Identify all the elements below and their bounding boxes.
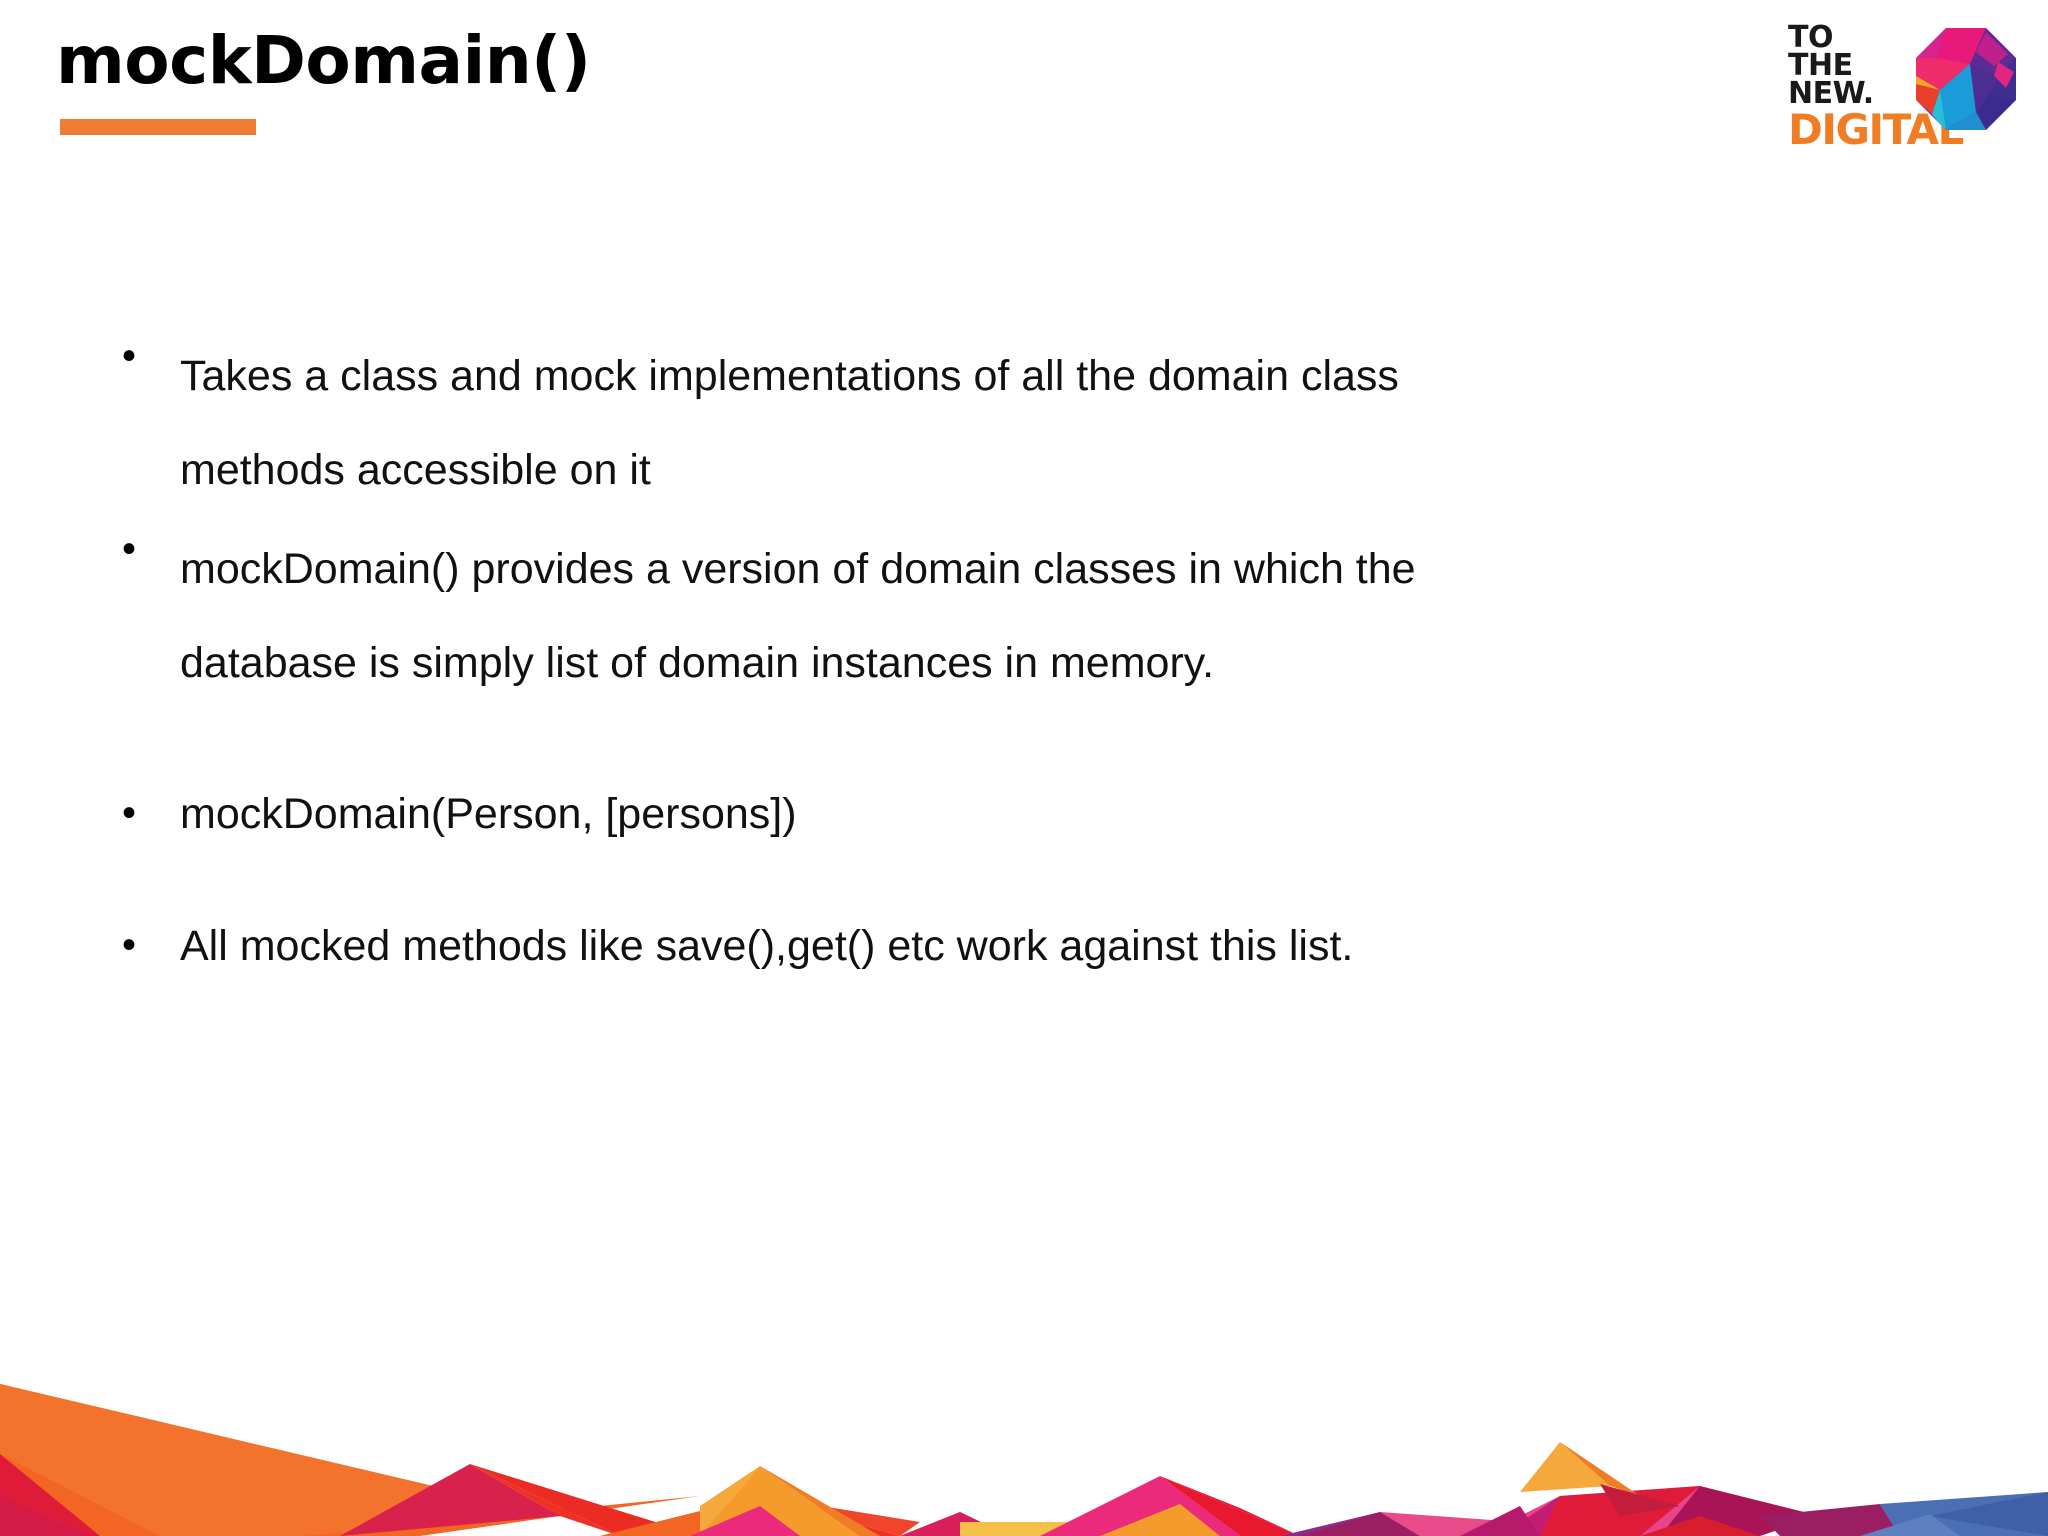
- list-item: • All mocked methods like save(),get() e…: [108, 919, 1908, 975]
- bullet-marker: •: [122, 527, 137, 572]
- bullet-line: methods accessible on it: [180, 445, 651, 494]
- list-item: • mockDomain() provides a version of dom…: [108, 523, 1908, 710]
- bullet-line: Takes a class and mock implementations o…: [180, 352, 1399, 400]
- bullet-text: mockDomain(Person, [persons]): [180, 787, 1830, 843]
- bullet-text: mockDomain() provides a version of domai…: [180, 523, 1830, 710]
- logo-line-to: TO: [1788, 20, 1833, 55]
- logo-tagline-digital: DIGITAL: [1788, 104, 1964, 154]
- page-title: mockDomain(): [56, 22, 591, 99]
- title-accent-bar: [60, 119, 256, 136]
- footer-polygon-art: [0, 1384, 2048, 1536]
- title-block: mockDomain(): [56, 22, 1256, 136]
- gem-polygon-icon: [1916, 28, 2016, 130]
- bullet-text: All mocked methods like save(),get() etc…: [180, 919, 1830, 975]
- bullet-marker: •: [122, 790, 137, 835]
- list-item: • Takes a class and mock implementations…: [108, 330, 1908, 517]
- bullet-line: database is simply list of domain instan…: [180, 639, 1215, 688]
- bullet-marker: •: [122, 922, 137, 967]
- logo-wordmark: TO THE NEW. DIGITAL: [1788, 20, 1964, 154]
- bullet-line: mockDomain(Person, [persons]): [180, 789, 797, 838]
- logo-line-new: NEW.: [1788, 75, 1874, 111]
- brand-logo: TO THE NEW. DIGITAL: [1788, 14, 2028, 154]
- bullet-list: • Takes a class and mock implementations…: [108, 330, 1908, 981]
- bullet-line: All mocked methods like save(),get() etc…: [180, 921, 1354, 970]
- bullet-marker: •: [122, 334, 137, 378]
- logo-line-the: THE: [1788, 47, 1853, 83]
- list-item: • mockDomain(Person, [persons]): [108, 787, 1908, 843]
- bullet-line: mockDomain() provides a version of domai…: [180, 545, 1416, 594]
- bullet-text: Takes a class and mock implementations o…: [180, 330, 1830, 517]
